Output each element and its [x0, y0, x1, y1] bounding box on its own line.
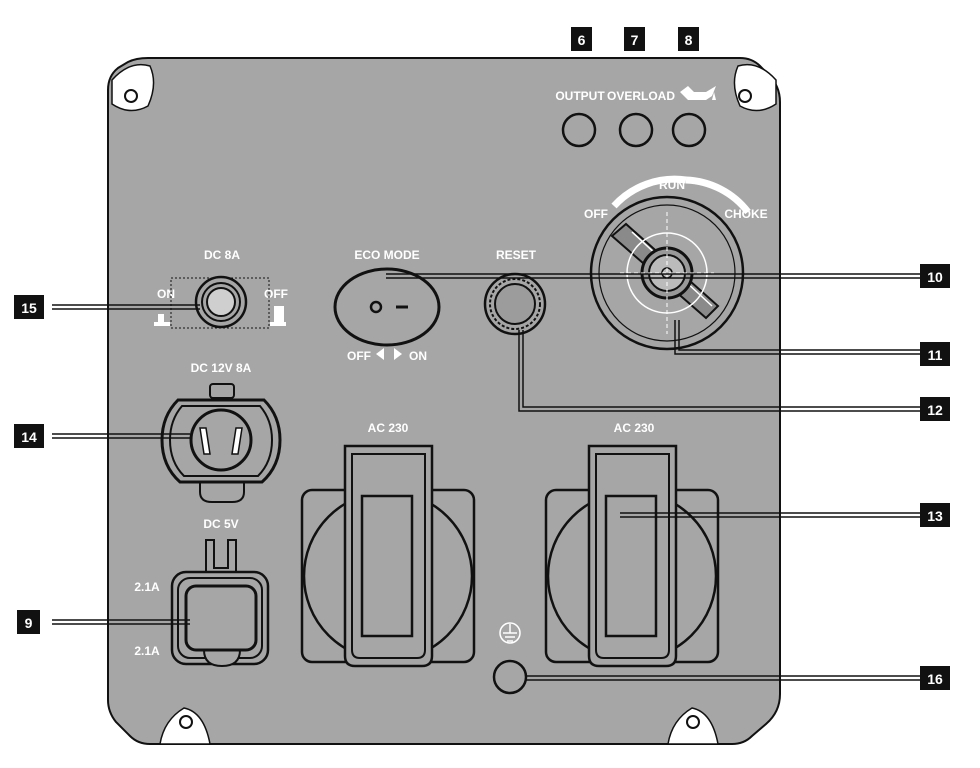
eco-off-arrow-icon — [376, 348, 384, 360]
svg-text:16: 16 — [927, 671, 943, 687]
ac-left-title: AC 230 — [368, 421, 409, 435]
choke-choke-label: CHOKE — [724, 207, 767, 221]
callout-13: 13 — [920, 503, 950, 527]
eco-mode-title: ECO MODE — [354, 248, 419, 262]
eco-mode-switch[interactable] — [333, 267, 441, 347]
overload-indicator — [618, 112, 654, 148]
ground-icon — [499, 622, 521, 644]
callout-10: 10 — [920, 264, 950, 288]
output-indicator — [561, 112, 597, 148]
dc-breaker-button[interactable] — [194, 275, 248, 329]
svg-text:14: 14 — [21, 429, 37, 445]
svg-text:6: 6 — [578, 32, 586, 48]
dc-12v-socket[interactable] — [160, 383, 282, 503]
eco-mode-off-label: OFF — [347, 349, 371, 363]
usb-ports[interactable] — [170, 539, 270, 668]
overload-label: OVERLOAD — [607, 89, 675, 103]
ac-socket-right[interactable] — [544, 444, 720, 668]
on-position-icon — [154, 314, 170, 326]
usb-port-2-label: 2.1A — [134, 644, 160, 658]
svg-text:8: 8 — [685, 32, 693, 48]
oil-can-icon — [680, 86, 716, 100]
svg-text:9: 9 — [25, 615, 33, 631]
mounting-hole-bottom-right — [667, 707, 719, 745]
mounting-hole-top-left — [111, 63, 155, 112]
mounting-hole-top-right — [733, 63, 777, 112]
dc-12v-title: DC 12V 8A — [191, 361, 252, 375]
usb-title: DC 5V — [203, 517, 238, 531]
callout-14: 14 — [14, 424, 44, 448]
svg-text:15: 15 — [21, 300, 37, 316]
choke-run-label: RUN — [659, 178, 685, 192]
mounting-hole-bottom-left — [159, 707, 211, 745]
callout-15: 15 — [14, 295, 44, 319]
callout-11: 11 — [920, 342, 950, 366]
choke-off-label: OFF — [584, 207, 608, 221]
reset-title: RESET — [496, 248, 537, 262]
callout-16: 16 — [920, 666, 950, 690]
callout-9: 9 — [17, 610, 40, 634]
callout-12: 12 — [920, 397, 950, 421]
svg-text:7: 7 — [631, 32, 639, 48]
svg-text:11: 11 — [928, 347, 943, 363]
dc-breaker-off-label: OFF — [264, 287, 288, 301]
callout-8: 8 — [678, 27, 699, 51]
dc-breaker-on-label: ON — [157, 287, 175, 301]
ac-socket-left[interactable] — [300, 444, 476, 668]
callout-6: 6 — [571, 27, 592, 51]
eco-on-arrow-icon — [394, 348, 402, 360]
svg-text:10: 10 — [927, 269, 943, 285]
svg-text:12: 12 — [927, 402, 943, 418]
ac-right-title: AC 230 — [614, 421, 655, 435]
off-position-icon — [270, 306, 286, 326]
usb-port-1-label: 2.1A — [134, 580, 160, 594]
eco-mode-on-label: ON — [409, 349, 427, 363]
callout-7: 7 — [624, 27, 645, 51]
ground-terminal[interactable] — [492, 659, 528, 695]
choke-knob[interactable] — [589, 175, 751, 351]
dc-breaker-title: DC 8A — [204, 248, 240, 262]
svg-text:13: 13 — [927, 508, 943, 524]
reset-button[interactable] — [483, 272, 547, 336]
leader-lines — [52, 273, 920, 681]
output-label: OUTPUT — [555, 89, 605, 103]
oil-indicator — [671, 112, 707, 148]
